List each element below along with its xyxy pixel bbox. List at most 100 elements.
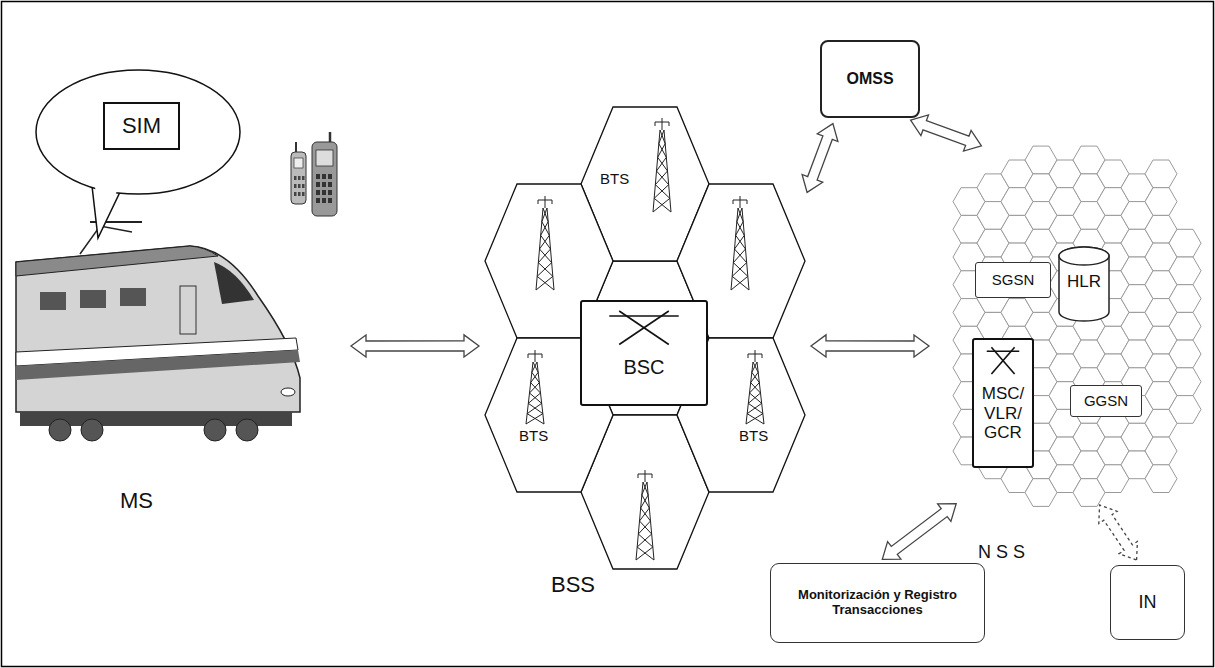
- tower-stroke: [660, 130, 665, 144]
- wheel: [204, 419, 226, 441]
- tower-stroke: [538, 200, 539, 204]
- train-stripe: [16, 350, 300, 380]
- tower-stroke: [640, 508, 650, 521]
- cab-window: [214, 262, 254, 304]
- tower-stroke: [538, 249, 550, 263]
- tower-stroke: [541, 222, 549, 236]
- switch-stroke: [609, 315, 678, 317]
- grid-hexagon: [1169, 368, 1201, 396]
- cylinder-body: [1059, 247, 1109, 321]
- tower-stroke: [638, 521, 650, 534]
- switch-stroke: [619, 311, 669, 345]
- phone-key: [302, 184, 305, 188]
- tower-stroke: [540, 249, 552, 263]
- in-box: IN: [1110, 565, 1185, 640]
- train-window: [80, 290, 106, 308]
- hlr-database: HLR: [1058, 246, 1110, 322]
- phone-key: [322, 198, 326, 203]
- tower-stroke: [538, 263, 553, 277]
- tower-stroke: [641, 508, 651, 521]
- pantograph: [80, 226, 132, 254]
- tower-stroke: [654, 198, 671, 212]
- node-text: GGSN: [1084, 392, 1128, 409]
- tower-stroke: [659, 130, 664, 144]
- grid-hexagon: [1169, 229, 1201, 257]
- switch-stroke: [991, 347, 1014, 374]
- ggsn-box: GGSN: [1070, 385, 1142, 417]
- node-text: N S S: [978, 542, 1025, 563]
- double-arrow: [802, 124, 838, 193]
- tower-stroke: [669, 122, 670, 126]
- tower-stroke: [552, 200, 553, 204]
- tower-stroke: [528, 403, 543, 413]
- tower-stroke: [657, 157, 667, 171]
- phone-key: [316, 190, 320, 195]
- grid-hexagon: [1145, 465, 1177, 493]
- tower-stroke: [528, 393, 540, 403]
- phone-key: [298, 192, 301, 196]
- speech-bubble: [36, 70, 240, 238]
- phone-key: [316, 182, 320, 187]
- tower-stroke: [755, 350, 756, 362]
- tower-stroke: [733, 263, 748, 277]
- phone-key: [328, 174, 332, 179]
- sgsn-box: SGSN: [975, 262, 1051, 298]
- tower-stroke: [747, 200, 748, 204]
- double-arrow: [911, 115, 982, 151]
- bts-label: BTS: [598, 171, 631, 188]
- tower-stroke: [653, 198, 670, 212]
- tower-stroke: [531, 383, 541, 393]
- tower-stroke: [537, 276, 554, 290]
- tower-stroke: [733, 249, 745, 263]
- tower-stroke: [527, 414, 544, 424]
- tower: [536, 196, 554, 290]
- grid-hexagon: [1169, 257, 1201, 285]
- phone-key: [316, 174, 320, 179]
- grid-hexagon: [1169, 312, 1201, 340]
- tower-stroke: [645, 470, 646, 482]
- bts-label: BTS: [737, 428, 770, 445]
- node-text: IN: [1139, 592, 1157, 613]
- tower-stroke: [748, 354, 762, 355]
- tower-stroke: [537, 263, 552, 277]
- tower-stroke: [655, 185, 670, 199]
- train-door: [180, 286, 196, 334]
- tower-stroke: [746, 414, 763, 424]
- bts-label: BTS: [517, 428, 550, 445]
- tower-stroke: [732, 263, 747, 277]
- node-text: MSC/ VLR/ GCR: [974, 384, 1032, 443]
- tower-stroke: [748, 403, 763, 413]
- tower-stroke: [736, 235, 746, 249]
- bss-region: BSSBSC: [485, 105, 805, 570]
- tower-stroke: [751, 372, 759, 382]
- phone-key: [298, 184, 301, 188]
- tower-stroke: [527, 403, 542, 413]
- tower: [636, 470, 654, 560]
- wheel: [236, 419, 258, 441]
- tower-stroke: [530, 393, 542, 403]
- phone-key: [322, 190, 326, 195]
- tower-stroke: [643, 482, 648, 495]
- tower-stroke: [652, 474, 653, 478]
- tower-stroke: [655, 122, 656, 126]
- grid-hexagon: [1145, 437, 1177, 465]
- tower-stroke: [733, 200, 747, 201]
- grid-hexagon: [1169, 396, 1201, 424]
- double-arrow: [351, 335, 479, 357]
- tower-stroke: [735, 249, 747, 263]
- tower-stroke: [657, 171, 669, 185]
- tower-stroke: [543, 208, 548, 222]
- tower-stroke: [637, 534, 652, 547]
- node-text: Monitorización y Registro Transacciones: [779, 588, 976, 618]
- nss-hex-grid: [953, 146, 1201, 506]
- tower-stroke: [535, 350, 536, 362]
- phone-key: [302, 192, 305, 196]
- tower-stroke: [762, 354, 763, 358]
- node-text: HLR: [1067, 272, 1101, 292]
- tower-stroke: [659, 144, 667, 158]
- tower-stroke: [658, 144, 666, 158]
- phone-body: [291, 152, 306, 204]
- tower-stroke: [530, 383, 540, 393]
- tower-stroke: [662, 118, 663, 130]
